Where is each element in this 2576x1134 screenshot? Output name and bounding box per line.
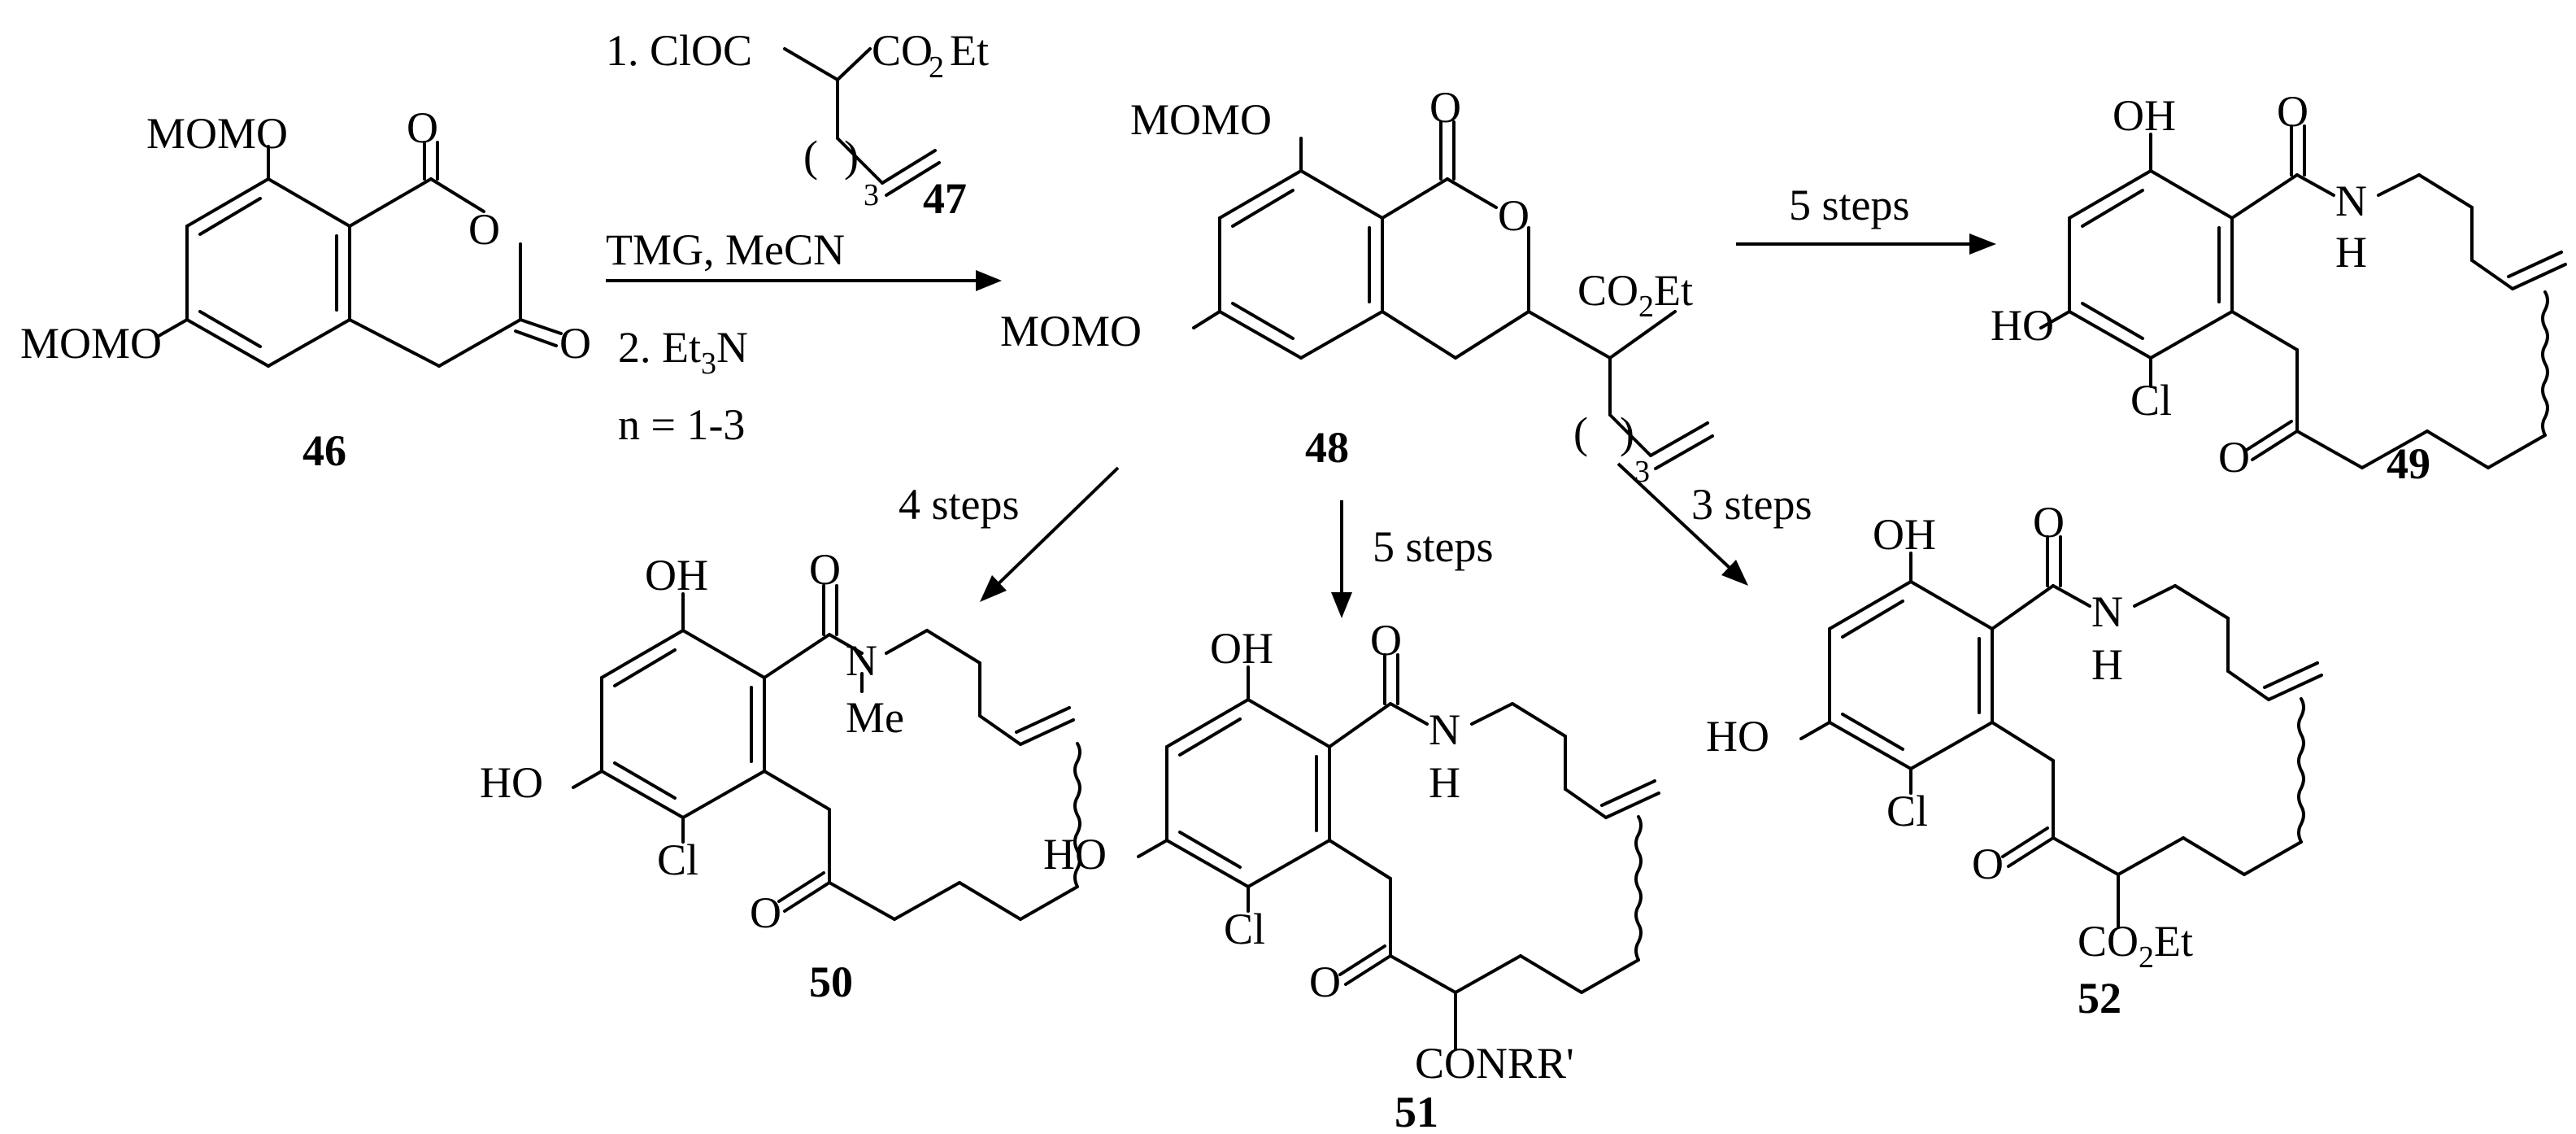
carbonyl-o: O	[809, 545, 841, 594]
compound-number: 47	[923, 174, 967, 223]
hydroxyl-label: OH	[645, 551, 708, 600]
carbonyl-o: O	[1429, 83, 1461, 132]
ester-label: CO2Et	[1577, 266, 1693, 324]
ester-et: Et	[950, 26, 989, 75]
ester-label: CO2Et	[2078, 917, 2193, 975]
hydroxyl-label: HO	[1706, 712, 1769, 761]
compound-51: OH O N H HO Cl O CONRR' 51	[1043, 616, 1660, 1134]
chloro-label: Cl	[2130, 376, 2172, 425]
arrow-48-to-49: 5 steps	[1736, 181, 1996, 255]
arrow-46-to-48: TMG, MeCN 2. Et3N n = 1-3	[606, 225, 1002, 449]
ketone-o: O	[2218, 433, 2250, 482]
reagent-tmg: TMG, MeCN	[606, 225, 845, 274]
momo-label: MOMO	[1130, 95, 1272, 144]
hydroxyl-label: HO	[1043, 830, 1107, 879]
arrow-label: 5 steps	[1373, 522, 1494, 571]
carbonyl-o: O	[407, 103, 438, 152]
ketone-o: O	[1972, 840, 2004, 888]
chloro-label: Cl	[1224, 905, 1265, 953]
amide-n: N	[846, 636, 877, 685]
arrow-label: 4 steps	[899, 480, 1020, 529]
carbonyl-o: O	[559, 319, 591, 368]
compound-50: OH O N Me HO Cl O 50	[480, 545, 1081, 1006]
arrow-48-to-51: 5 steps	[1331, 500, 1494, 618]
reagent-47: 1. ClOC CO 2 Et ( ) 3 47	[606, 26, 989, 223]
hydroxyl-label: OH	[2113, 91, 2176, 140]
ketone-o: O	[750, 888, 781, 937]
reagent-step2: 2. Et3N	[618, 323, 748, 381]
paren-open: (	[1573, 408, 1588, 457]
momo-label: MOMO	[146, 109, 288, 158]
ester-co: CO	[872, 26, 933, 75]
momo-label: MOMO	[20, 319, 162, 368]
compound-48: MOMO O O MOMO CO2Et ( ) 3 48	[1000, 83, 1714, 489]
compound-number: 49	[2387, 439, 2430, 488]
compound-number: 52	[2078, 974, 2121, 1023]
repeat-count: 3	[864, 178, 879, 212]
amide-n: N	[2335, 177, 2367, 225]
hydroxyl-label: HO	[1991, 301, 2054, 350]
hydroxyl-label: OH	[1210, 624, 1273, 673]
amide-h: H	[2091, 640, 2123, 689]
momo-label: MOMO	[1000, 307, 1142, 355]
compound-52: OH O N H HO Cl O CO2Et 52	[1706, 498, 2323, 1023]
hydroxyl-label: HO	[480, 758, 543, 807]
amide-substituent: CONRR'	[1415, 1039, 1574, 1088]
paren-close: )	[1620, 408, 1634, 457]
ring-o: O	[468, 205, 500, 254]
carbonyl-o: O	[2033, 498, 2065, 547]
amide-n: N	[1429, 705, 1460, 754]
compound-number: 50	[809, 957, 853, 1006]
reagent-step1: 1. ClOC	[606, 26, 752, 75]
amide-n: N	[2091, 587, 2123, 636]
chloro-label: Cl	[657, 835, 698, 884]
carbonyl-o: O	[1370, 616, 1402, 665]
compound-49: OH O N H HO Cl O 49	[1991, 87, 2567, 488]
compound-number: 48	[1305, 423, 1349, 472]
compound-number: 46	[302, 426, 346, 475]
ester-sub: 2	[929, 50, 944, 85]
arrow-48-to-50: 4 steps	[899, 466, 1120, 602]
paren-close: )	[844, 132, 859, 181]
methyl-label: Me	[846, 693, 904, 742]
paren-open: (	[803, 132, 818, 181]
amide-h: H	[2335, 228, 2367, 277]
chloro-label: Cl	[1886, 787, 1928, 835]
arrow-label: 5 steps	[1789, 181, 1910, 229]
amide-h: H	[1429, 758, 1460, 807]
ketone-o: O	[1309, 957, 1341, 1006]
carbonyl-o: O	[2277, 87, 2308, 136]
arrow-label: 3 steps	[1691, 480, 1812, 529]
repeat-count: 3	[1634, 455, 1650, 489]
compound-number: 51	[1395, 1088, 1438, 1134]
ring-o: O	[1498, 191, 1530, 240]
compound-46: MOMO O O O MOMO 46	[20, 103, 591, 475]
arrow-48-to-52: 3 steps	[1617, 462, 1812, 586]
reagent-n-range: n = 1-3	[618, 400, 745, 449]
hydroxyl-label: OH	[1873, 510, 1936, 559]
